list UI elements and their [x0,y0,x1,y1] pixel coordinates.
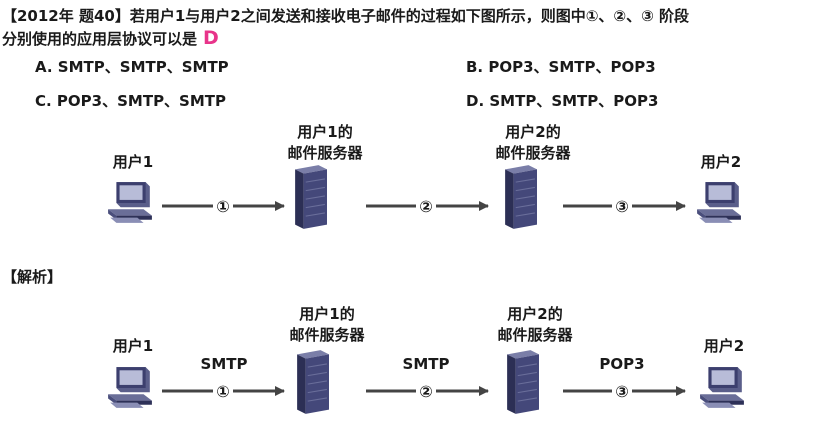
option-d: D. SMTP、SMTP、POP3 [466,92,659,110]
user1-label: 用户1 [112,153,154,171]
analysis-server1-label-line2: 邮件服务器 [289,326,365,344]
analysis-server2-label-line2: 邮件服务器 [497,326,573,344]
server1-label-line1: 用户1的 [297,123,353,141]
user2-label: 用户2 [700,153,742,171]
question-line-2: 分别使用的应用层协议可以是 D [2,27,219,49]
analysis-server2-label-line1: 用户2的 [507,305,563,323]
server2-icon [500,163,540,231]
server2-label-line1: 用户2的 [505,123,561,141]
user1-computer-icon [106,180,154,224]
server1-icon [290,163,330,231]
question-line-2-text: 分别使用的应用层协议可以是 [2,30,198,48]
option-a: A. SMTP、SMTP、SMTP [35,58,229,76]
server1-label: 用户1的 邮件服务器 [280,122,370,164]
analysis-server2-icon [502,348,542,416]
analysis-title: 【解析】 [2,268,63,286]
analysis-server1-label-line1: 用户1的 [299,305,355,323]
analysis-step-3-marker: ③ [612,382,632,402]
option-b: B. POP3、SMTP、POP3 [466,58,656,76]
protocol-step-1: SMTP [200,355,248,373]
step-1-marker: ① [213,197,233,217]
answer-mark: D [203,27,219,49]
step-3-marker: ③ [612,197,632,217]
analysis-user2-computer-icon [698,365,746,409]
protocol-step-2: SMTP [402,355,450,373]
analysis-step-2-marker: ② [416,382,436,402]
server2-label-line2: 邮件服务器 [495,144,571,162]
option-c: C. POP3、SMTP、SMTP [35,92,227,110]
question-line-1: 【2012年 题40】若用户1与用户2之间发送和接收电子邮件的过程如下图所示，则… [2,7,690,25]
analysis-user1-label: 用户1 [112,337,154,355]
analysis-user1-computer-icon [106,365,154,409]
analysis-user2-label: 用户2 [703,337,745,355]
analysis-server1-label: 用户1的 邮件服务器 [282,304,372,346]
analysis-step-1-marker: ① [213,382,233,402]
step-2-marker: ② [416,197,436,217]
analysis-server2-label: 用户2的 邮件服务器 [490,304,580,346]
server1-label-line2: 邮件服务器 [287,144,363,162]
analysis-server1-icon [292,348,332,416]
user2-computer-icon [695,180,743,224]
server2-label: 用户2的 邮件服务器 [488,122,578,164]
protocol-step-3: POP3 [599,355,645,373]
